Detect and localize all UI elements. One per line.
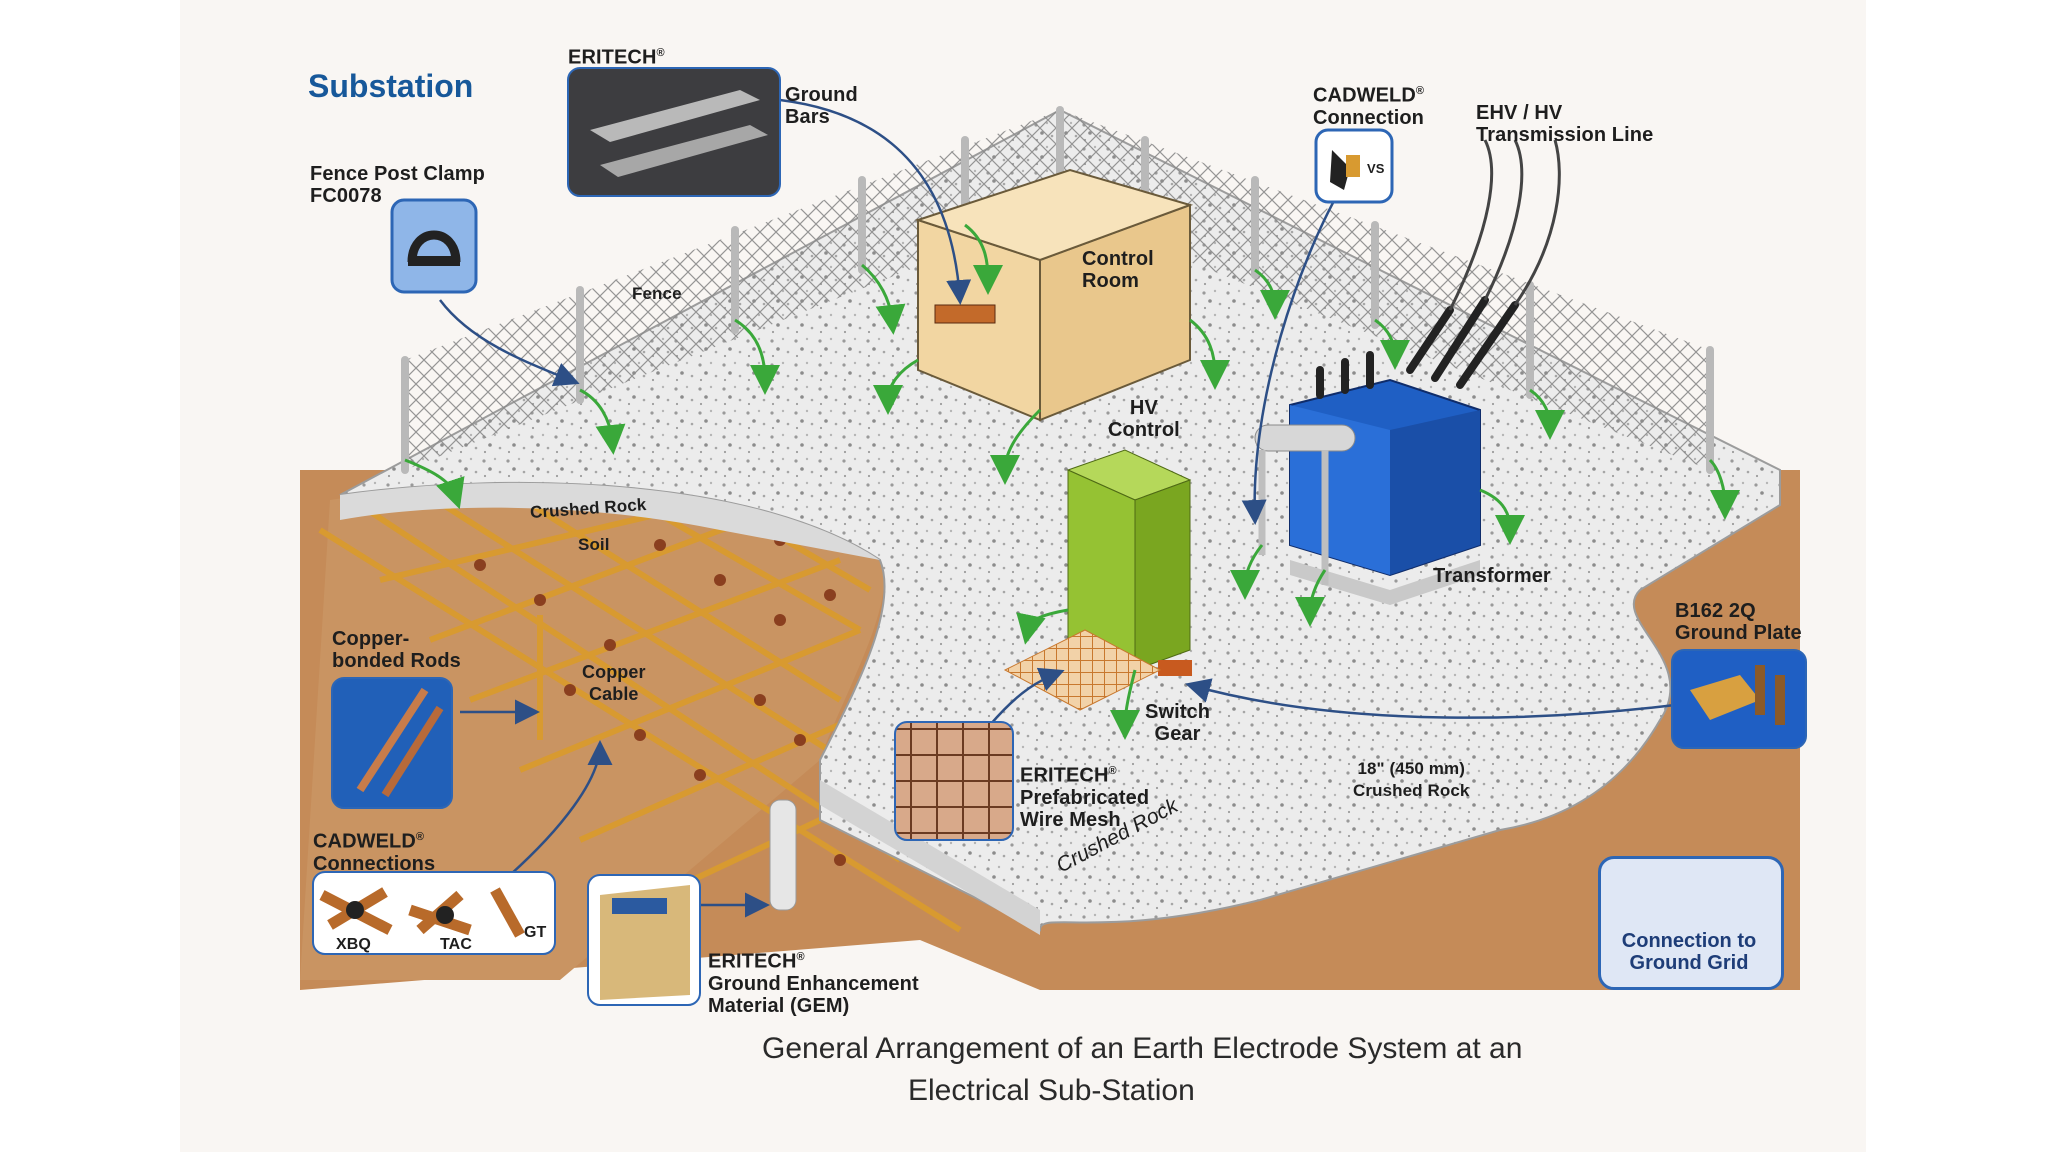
diagram-title: Substation	[308, 68, 474, 104]
label-vs: VS	[1367, 161, 1385, 176]
switchgear-cabinet	[1066, 449, 1192, 676]
crushed-rock-front-edge	[820, 780, 1040, 935]
label-fence: Fence	[632, 284, 682, 303]
crushed-rock-left-edge	[340, 482, 880, 560]
caption-line-2: Electrical Sub-Station	[908, 1074, 1195, 1107]
label-tac: TAC	[440, 936, 472, 953]
wire-mesh-photo	[894, 721, 1014, 841]
label-rock-depth: 18" (450 mm)Crushed Rock	[1353, 759, 1470, 800]
callout-lines	[439, 98, 1676, 918]
cable-connectors	[474, 534, 846, 866]
label-cadweld-connections: CADWELD®Connections	[313, 830, 436, 875]
transformer-unit	[1254, 139, 1561, 605]
label-xbq: XBQ	[336, 936, 371, 953]
cadweld-vs-photo	[1314, 128, 1394, 204]
copper-rods-photo	[331, 677, 453, 809]
ground-connection-arrows	[404, 223, 1740, 927]
label-soil: Soil	[578, 535, 610, 554]
label-gt: GT	[524, 924, 547, 941]
label-copper-bonded-rods: Copper-bonded Rods	[332, 628, 461, 672]
label-eritech-ground-bars: ERITECH®	[568, 46, 665, 69]
control-room-building	[914, 168, 1194, 422]
ground-grid-legend	[1598, 856, 1784, 990]
label-transformer: Transformer	[1433, 565, 1551, 587]
cadweld-connections-photo	[312, 871, 556, 955]
gem-bag-photo	[587, 874, 701, 1006]
ground-bars-photo	[567, 67, 781, 197]
ground-plate-photo	[1671, 649, 1807, 749]
fence-post-clamp-photo	[390, 198, 478, 294]
caption-line-1: General Arrangement of an Earth Electrod…	[762, 1032, 1523, 1065]
gem-rod	[769, 799, 797, 911]
label-cadweld-connection: CADWELD®Connection	[1313, 84, 1425, 129]
